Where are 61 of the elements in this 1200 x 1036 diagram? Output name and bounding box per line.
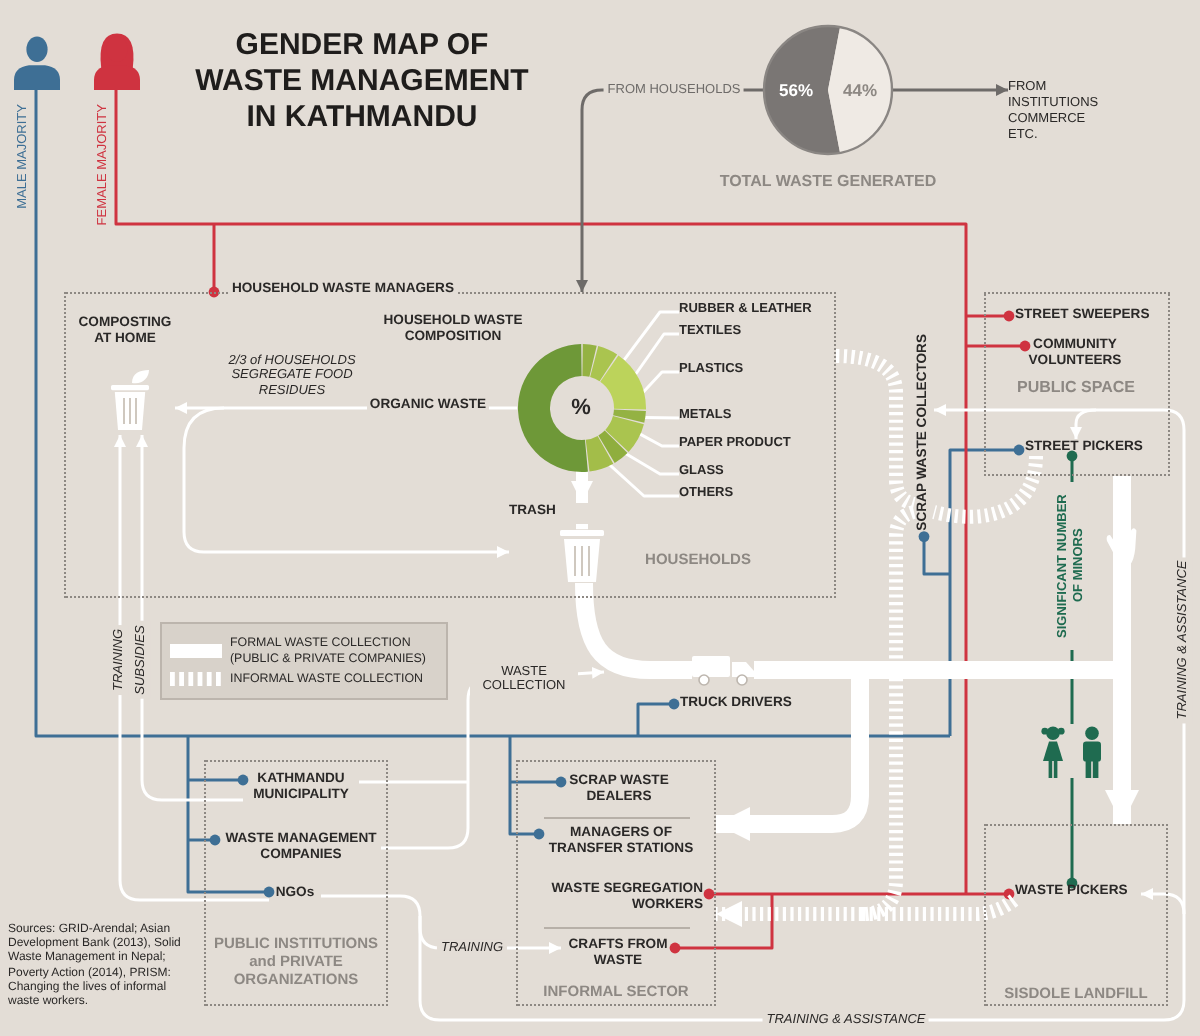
dotted-frame — [204, 760, 388, 1006]
flow-line — [1113, 476, 1131, 661]
arrow — [182, 406, 509, 558]
connector-line — [381, 782, 470, 850]
connector-line — [508, 736, 512, 782]
connector-line — [966, 888, 1015, 900]
connector-line — [966, 340, 1031, 352]
arrow — [1141, 888, 1186, 915]
leader-line — [644, 416, 679, 420]
connector-line — [188, 774, 249, 786]
connector-line — [964, 316, 968, 346]
connector-line — [114, 90, 214, 226]
connector-line — [510, 734, 638, 738]
dashed-flow-line — [835, 349, 916, 511]
connector-line — [1066, 778, 1078, 889]
leader-line — [608, 463, 679, 498]
center-label: % — [571, 395, 591, 419]
truck-icon — [692, 654, 754, 686]
leader-line — [623, 310, 679, 361]
dashed-flow-line — [861, 505, 917, 921]
connector-line — [669, 894, 774, 954]
flow-arrow — [716, 679, 869, 841]
connector-line — [188, 734, 510, 738]
dotted-frame — [984, 824, 1168, 1006]
leader-line — [624, 451, 679, 476]
connector-line — [186, 840, 275, 898]
connector-line — [636, 698, 680, 736]
dashed-flow-line — [932, 455, 1043, 524]
flow-arrow — [571, 471, 593, 503]
leader-line — [638, 432, 679, 448]
connector-line — [359, 780, 468, 784]
group-title: PUBLIC SPACE — [1015, 378, 1137, 398]
connector-line — [510, 776, 567, 788]
dashed-flow-line — [862, 894, 1019, 921]
connector-line — [966, 310, 1015, 322]
connector-line — [964, 346, 968, 894]
percent-label: 56% — [776, 80, 815, 100]
connector-line — [638, 734, 950, 738]
leader-line — [642, 370, 679, 394]
connector-line — [321, 894, 422, 917]
connector-line — [508, 782, 545, 840]
diagram-title: GENDER MAP OF WASTE MANAGEMENT IN KATHMANDU — [193, 28, 531, 136]
percent-label: 44% — [840, 80, 879, 100]
leader-line — [634, 332, 679, 375]
arrow — [114, 435, 269, 902]
dotted-frame — [984, 292, 1170, 476]
connector-line — [948, 574, 952, 736]
connector-line — [948, 444, 1025, 574]
connector-line — [703, 888, 772, 900]
connector-line — [214, 222, 968, 316]
flow-line — [575, 582, 692, 679]
connector-line — [918, 531, 950, 576]
connector-line — [208, 224, 220, 298]
arrow — [892, 84, 1008, 96]
leader-line — [489, 406, 517, 410]
dotted-frame — [516, 760, 716, 1006]
connector-line — [772, 892, 966, 896]
dashed-flow-arrow — [716, 901, 862, 927]
chart-caption: TOTAL WASTE GENERATED — [717, 172, 939, 190]
arrow — [934, 404, 1096, 416]
connector-line — [224, 406, 367, 410]
